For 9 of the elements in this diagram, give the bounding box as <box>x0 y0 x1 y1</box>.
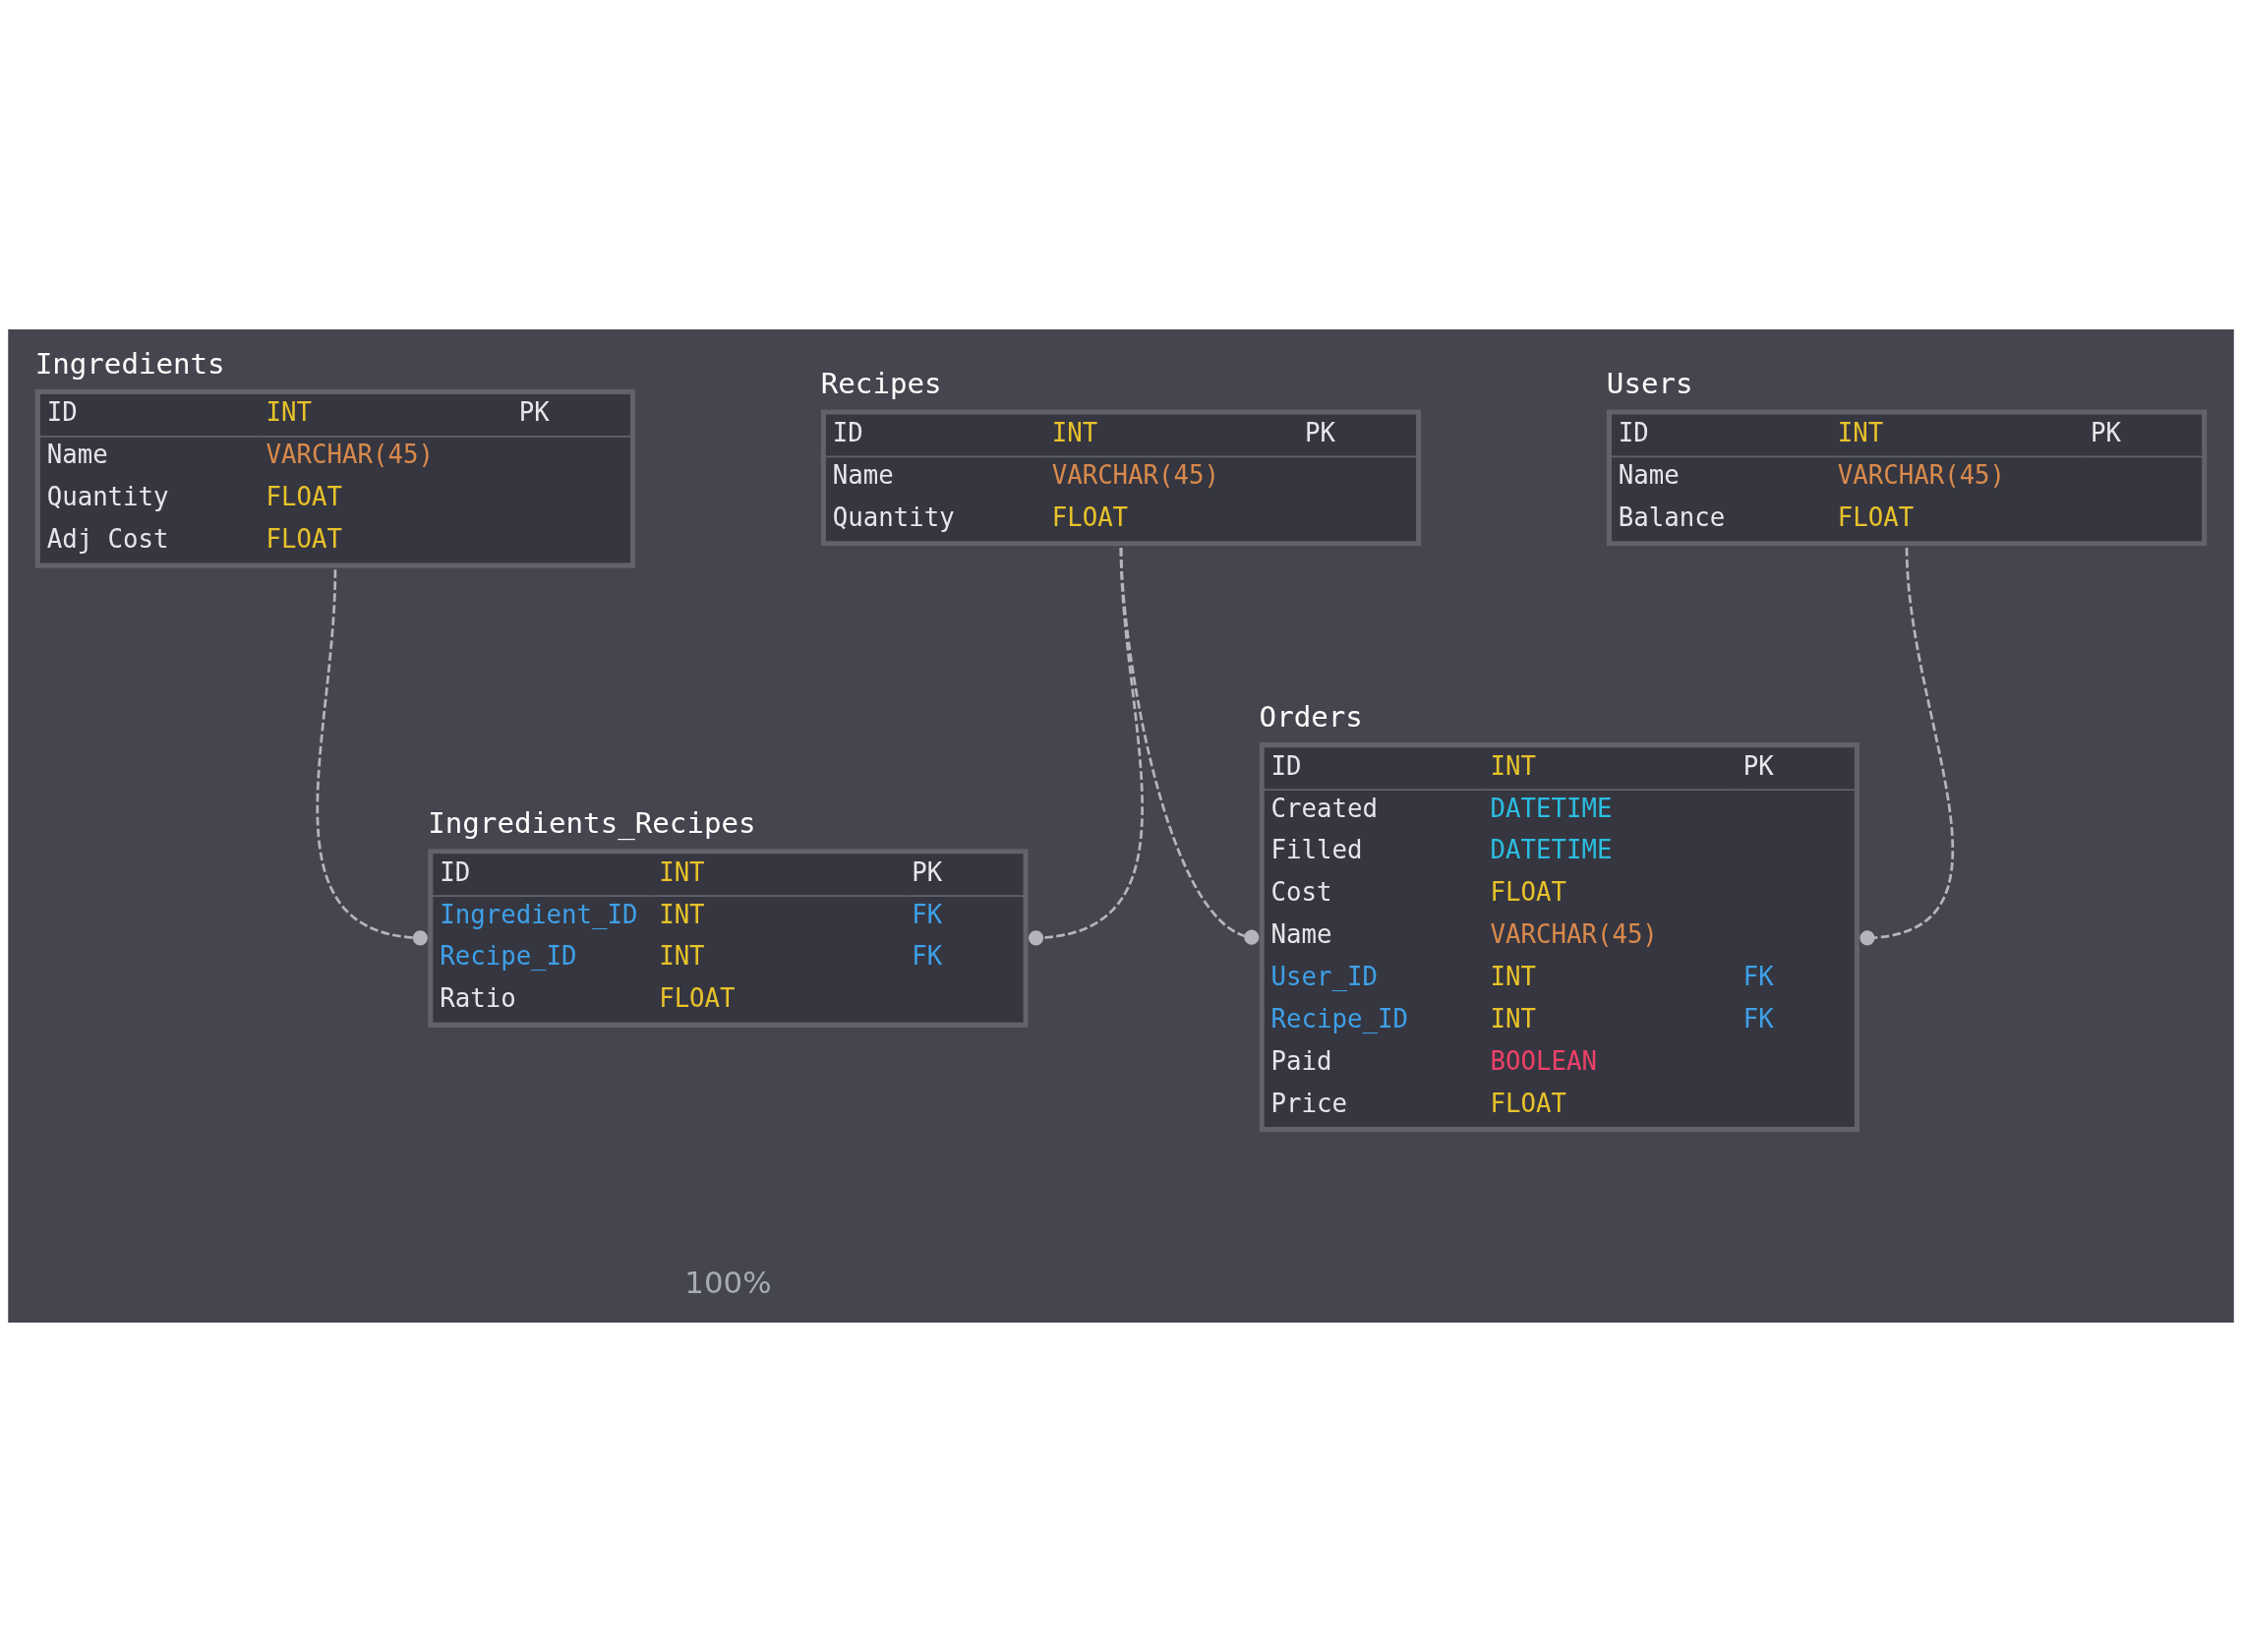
node-label: Ingredients <box>34 346 225 381</box>
node-label: Orders <box>1259 700 1363 734</box>
node-label: Recipes <box>820 367 942 401</box>
connector <box>1029 548 1144 946</box>
node-label: Users <box>1606 367 1693 401</box>
connector <box>316 569 428 946</box>
connector <box>1859 548 1954 946</box>
node-label: Ingredients_Recipes <box>428 806 756 841</box>
label: 100% <box>684 1264 772 1300</box>
